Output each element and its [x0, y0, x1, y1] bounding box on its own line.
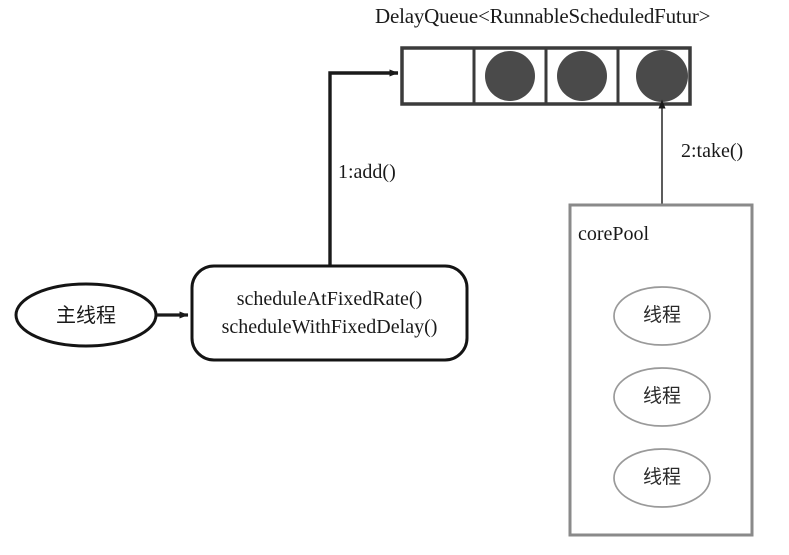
- take-arrow-label: 2:take(): [681, 140, 744, 162]
- main-thread-label: 主线程: [56, 305, 116, 327]
- queue-task-circle: [636, 50, 688, 102]
- scheduler-method-1: scheduleAtFixedRate(): [236, 288, 423, 310]
- add-arrow-label: 1:add(): [338, 161, 396, 183]
- core-pool-thread-label: 线程: [642, 467, 681, 488]
- main-thread-ellipse: [14, 282, 158, 348]
- delay-queue-title: DelayQueue<RunnableScheduledFutur>: [375, 4, 711, 28]
- scheduler-method-2: scheduleWithFixedDelay(): [221, 316, 438, 338]
- core-pool-thread-ellipse: [613, 367, 711, 427]
- queue-task-circle: [557, 51, 607, 101]
- core-pool-label: corePool: [578, 223, 650, 245]
- core-pool-thread-ellipse: [613, 286, 711, 346]
- add-arrow-path: [328, 69, 399, 266]
- delay-queue: [400, 46, 692, 106]
- queue-task-circle: [485, 51, 535, 101]
- scheduler-box: [190, 264, 469, 362]
- core-pool-thread-label: 线程: [642, 305, 681, 326]
- add-arrow: [328, 69, 399, 266]
- core-pool-thread-label: 线程: [642, 386, 681, 407]
- core-pool-thread-ellipse: [613, 448, 711, 508]
